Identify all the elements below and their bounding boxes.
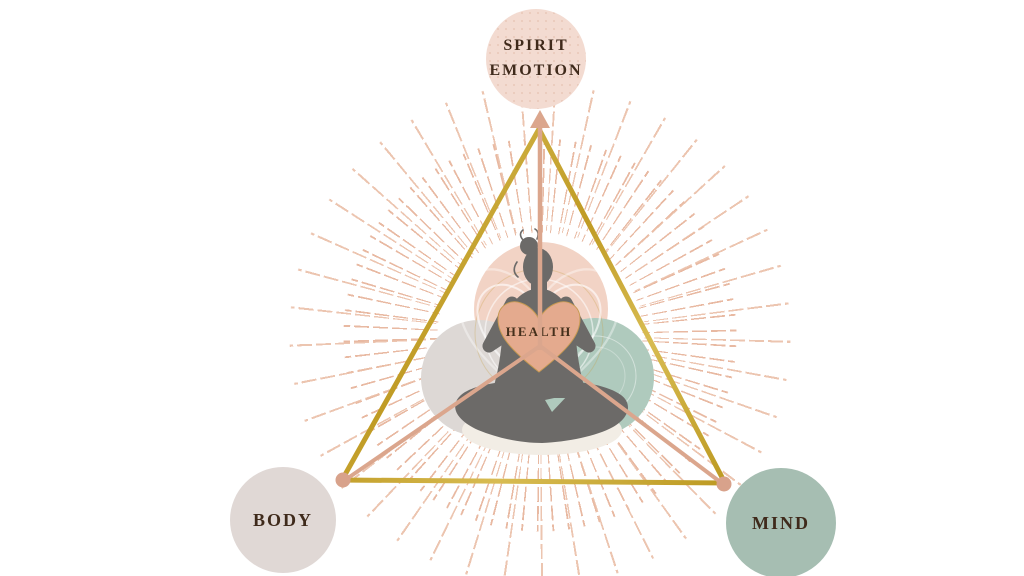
body-node: BODY [230,467,336,573]
body-label: BODY [252,509,313,530]
vertex-dot-left [335,472,351,488]
mind-node: MIND [726,468,836,576]
mind-label: MIND [752,512,810,533]
spirit-line: SPIRIT [503,37,569,55]
vertex-dot-right [716,476,732,492]
emotion-line: EMOTION [489,62,583,79]
spirit-emotion-label: SPIRIT EMOTION [489,34,582,84]
arrow-to-spirit-head [530,110,550,128]
spirit-emotion-node: SPIRIT EMOTION [486,9,586,109]
